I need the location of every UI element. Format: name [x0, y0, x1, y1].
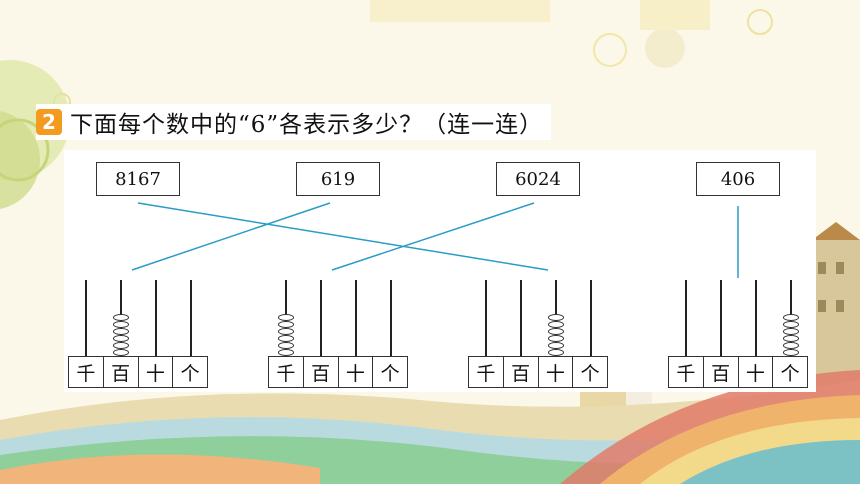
place-label-hundreds: 百	[102, 357, 138, 387]
place-label-tens: 十	[137, 357, 173, 387]
abacus-bead	[113, 314, 129, 321]
abacus-bead	[278, 314, 294, 321]
abacus-rod-tens	[355, 280, 357, 356]
abacus-bead	[278, 321, 294, 328]
place-value-labels: 千 百 十 个	[268, 356, 408, 388]
place-label-ones: 个	[572, 357, 607, 387]
place-value-labels: 千 百 十 个	[68, 356, 208, 388]
place-value-labels: 千 百 十 个	[468, 356, 608, 388]
abacus-bead	[783, 335, 799, 342]
abacus-rod-thousands	[85, 280, 87, 356]
place-value-labels: 千 百 十 个	[668, 356, 808, 388]
abacus-bead	[548, 321, 564, 328]
abacus-bead	[783, 328, 799, 335]
abacus-rod-hundreds	[720, 280, 722, 356]
connection-lines	[131, 202, 739, 278]
abacus-bead	[548, 314, 564, 321]
abacus-rod-ones	[390, 280, 392, 356]
abacus-bead	[783, 314, 799, 321]
abacus-bead	[548, 349, 564, 356]
abacus-bead	[783, 321, 799, 328]
place-label-hundreds: 百	[502, 357, 538, 387]
abacus-rod-hundreds	[320, 280, 322, 356]
place-label-thousands: 千	[276, 362, 296, 385]
abacus-bead	[113, 335, 129, 342]
abacus-4[interactable]: 千 百 十 个	[668, 280, 808, 390]
number-box-4[interactable]: 406	[696, 162, 780, 196]
abacus-bead	[278, 349, 294, 356]
number-box-2[interactable]: 619	[296, 162, 380, 196]
abacus-bead	[113, 328, 129, 335]
abacus-bead	[548, 328, 564, 335]
place-label-tens: 十	[737, 357, 773, 387]
connection-line	[137, 202, 549, 271]
place-label-thousands: 千	[676, 362, 696, 385]
abacus-rod-tens	[155, 280, 157, 356]
abacus-bead	[783, 349, 799, 356]
place-label-thousands: 千	[76, 362, 96, 385]
abacus-bead	[278, 342, 294, 349]
abacus-bead	[113, 321, 129, 328]
exercise-panel: 8167 619 6024 406 千 百 十 个 千 百 十 个	[64, 150, 816, 392]
question-heading: 2 下面每个数中的“6”各表示多少？（连一连）	[36, 104, 552, 140]
abacus-1[interactable]: 千 百 十 个	[68, 280, 208, 390]
place-label-ones: 个	[772, 357, 807, 387]
number-box-1[interactable]: 8167	[96, 162, 180, 196]
place-label-hundreds: 百	[302, 357, 338, 387]
abacus-bead	[113, 349, 129, 356]
abacus-rod-tens	[755, 280, 757, 356]
abacus-bead	[278, 328, 294, 335]
place-label-tens: 十	[537, 357, 573, 387]
abacus-rod-hundreds	[520, 280, 522, 356]
abacus-bead	[548, 335, 564, 342]
abacus-2[interactable]: 千 百 十 个	[268, 280, 408, 390]
place-label-ones: 个	[172, 357, 207, 387]
number-box-3[interactable]: 6024	[496, 162, 580, 196]
abacus-bead	[783, 342, 799, 349]
question-text: 下面每个数中的“6”各表示多少？（连一连）	[70, 112, 544, 138]
place-label-thousands: 千	[476, 362, 496, 385]
abacus-3[interactable]: 千 百 十 个	[468, 280, 608, 390]
abacus-rod-thousands	[485, 280, 487, 356]
abacus-rod-ones	[190, 280, 192, 356]
connection-line	[331, 202, 535, 271]
abacus-rod-ones	[590, 280, 592, 356]
abacus-bead	[278, 335, 294, 342]
abacus-rod-thousands	[685, 280, 687, 356]
abacus-bead	[113, 342, 129, 349]
place-label-hundreds: 百	[702, 357, 738, 387]
question-number-badge: 2	[36, 109, 62, 135]
place-label-tens: 十	[337, 357, 373, 387]
place-label-ones: 个	[372, 357, 407, 387]
abacus-bead	[548, 342, 564, 349]
connection-line	[131, 202, 331, 271]
